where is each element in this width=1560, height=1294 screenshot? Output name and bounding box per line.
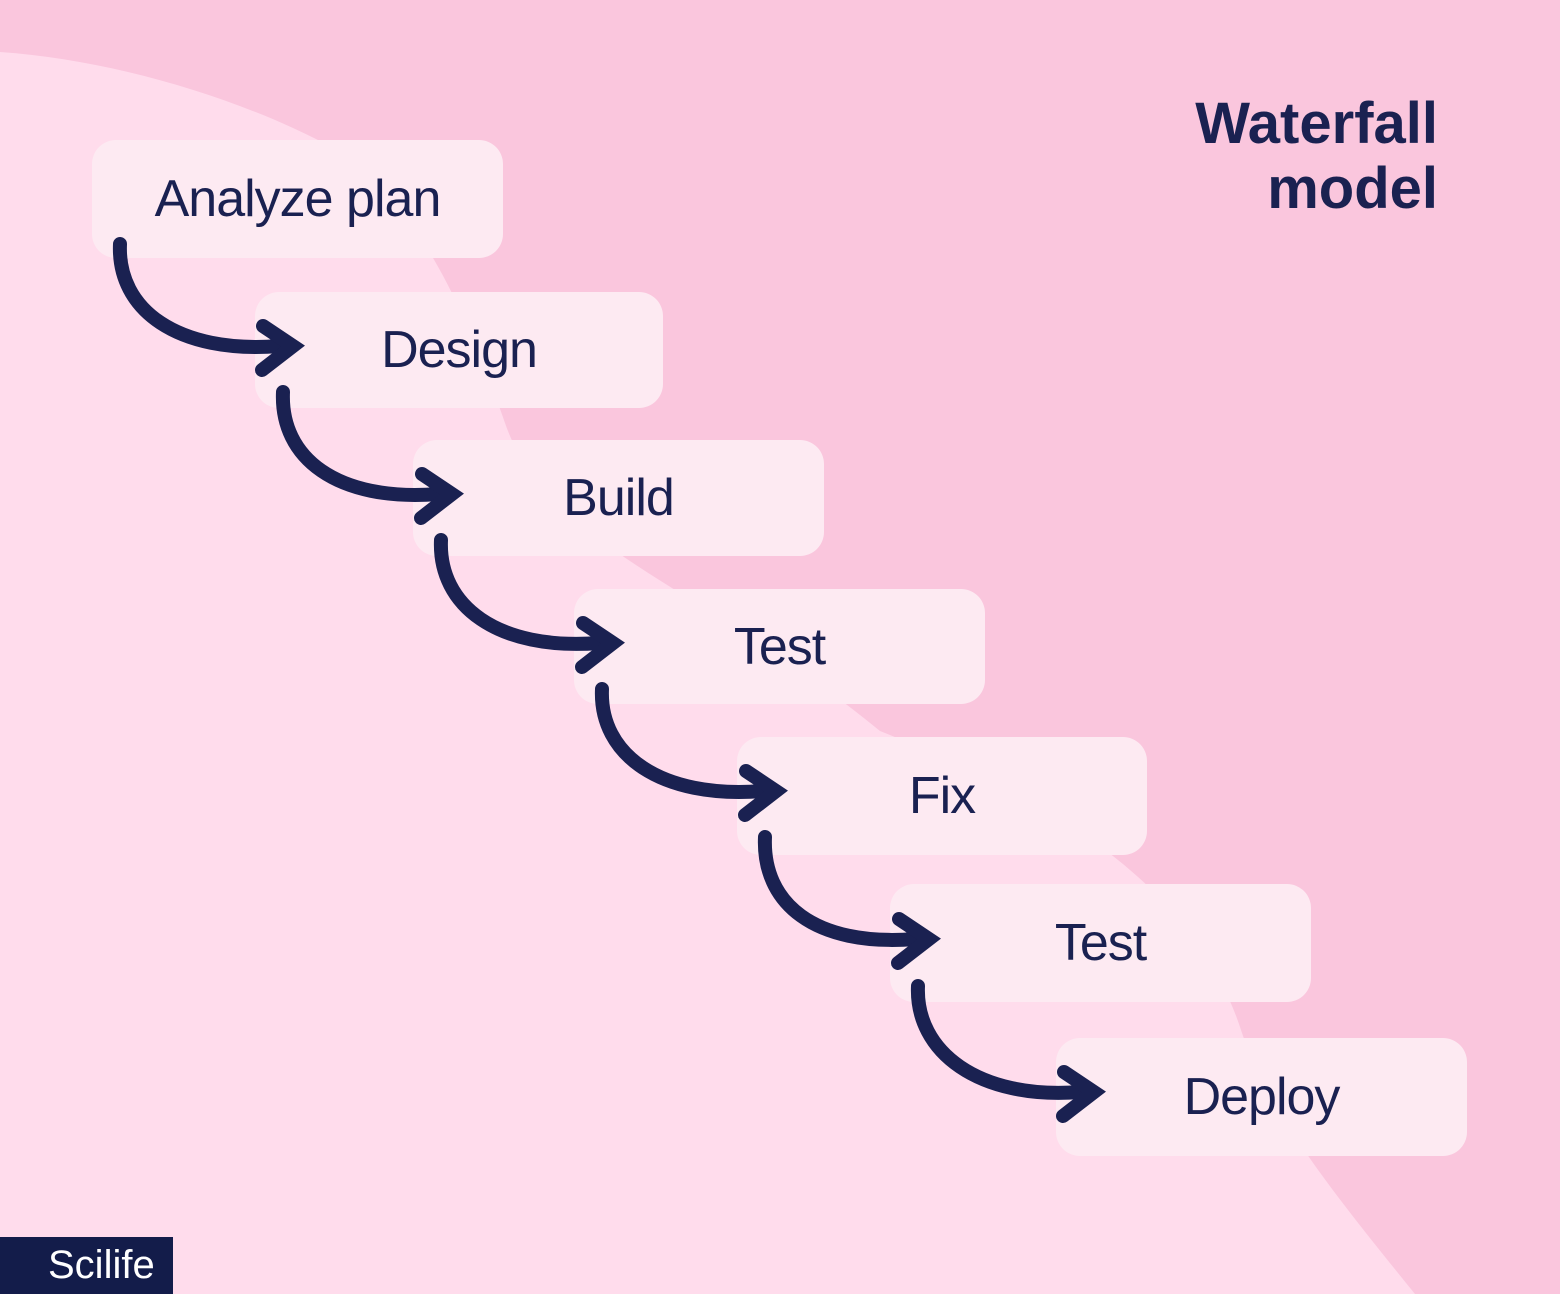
step-label: Build xyxy=(563,469,675,527)
step-card-fix: Fix xyxy=(737,737,1147,855)
page-title-line1: Waterfall xyxy=(1195,91,1438,156)
step-label: Design xyxy=(381,321,538,379)
scilife-logo: Scilife xyxy=(0,1237,173,1294)
step-card-test-2: Test xyxy=(890,884,1311,1002)
page-title-line2: model xyxy=(1267,155,1438,221)
step-card-design: Design xyxy=(255,292,663,408)
step-card-build: Build xyxy=(413,440,824,556)
step-card-deploy: Deploy xyxy=(1056,1038,1467,1156)
scilife-logo-text: Scilife xyxy=(48,1243,155,1287)
step-label: Deploy xyxy=(1183,1068,1341,1126)
step-label: Test xyxy=(733,617,826,676)
step-card-analyze-plan: Analyze plan xyxy=(92,140,503,258)
step-card-test-1: Test xyxy=(574,589,985,704)
page-title: Waterfall model xyxy=(1195,91,1438,222)
step-label: Analyze plan xyxy=(154,170,442,228)
step-label: Test xyxy=(1054,914,1147,972)
step-label: Fix xyxy=(908,767,976,825)
